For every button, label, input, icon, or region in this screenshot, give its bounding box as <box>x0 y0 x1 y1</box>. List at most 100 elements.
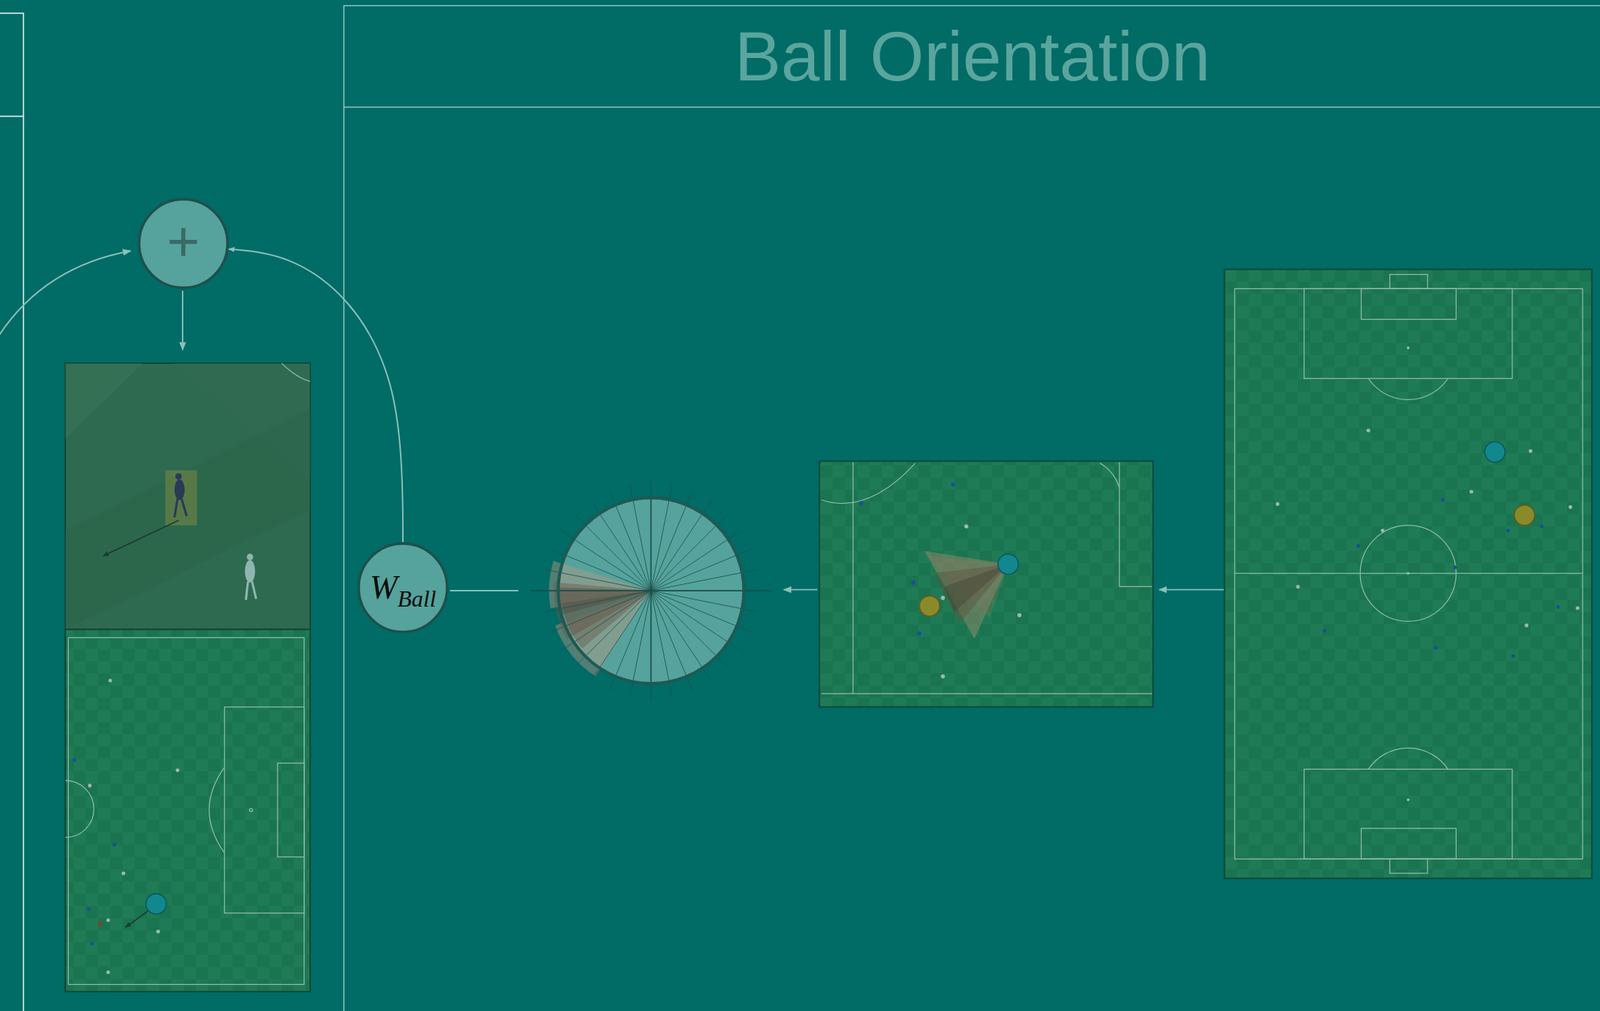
frame-lines <box>23 115 25 1011</box>
result-pitch <box>65 629 311 993</box>
full-pitch <box>1484 442 1506 463</box>
bin-tick <box>590 669 598 681</box>
node-label: WBall <box>369 571 437 605</box>
full-pitch <box>1434 645 1438 650</box>
bin-spoke <box>565 555 651 591</box>
result-pitch <box>249 808 253 812</box>
video-frame <box>102 520 179 556</box>
full-pitch <box>1568 505 1573 509</box>
frame-lines <box>0 13 24 116</box>
frame-lines <box>344 5 1600 108</box>
bin-tick <box>560 530 572 538</box>
full-pitch <box>1360 828 1456 859</box>
bin-tick <box>687 678 693 691</box>
result-pitch <box>72 757 77 762</box>
view-cone <box>944 563 1009 612</box>
result-pitch <box>145 893 166 914</box>
zoomed-pitch <box>821 693 1153 695</box>
video-frame <box>174 479 185 500</box>
full-pitch <box>1368 747 1448 769</box>
result-pitch <box>121 871 126 875</box>
zoomed-pitch <box>1017 613 1022 618</box>
node-label: + <box>166 215 200 272</box>
full-pitch <box>1234 274 1583 874</box>
zoomed-pitch <box>950 482 956 487</box>
video-frame <box>65 407 311 629</box>
result-pitch <box>108 678 113 682</box>
result-pitch <box>87 678 179 974</box>
bin-spoke <box>650 590 687 677</box>
full-pitch <box>1368 378 1448 400</box>
full-pitch <box>1296 584 1300 589</box>
frame-lines <box>0 5 1600 1011</box>
bin-spoke <box>650 524 717 591</box>
zoomed-pitch <box>859 482 956 636</box>
bin-tick <box>629 683 633 697</box>
zoomed-pitch <box>910 580 916 585</box>
zoomed-pitch <box>821 463 916 503</box>
result-pitch <box>156 929 161 934</box>
bin-tick <box>590 500 598 512</box>
title-box: Ball Orientation <box>344 5 1600 108</box>
frame-lines <box>343 107 345 1011</box>
full-pitch <box>1514 505 1535 526</box>
full-pitch <box>1406 798 1410 802</box>
bin-spoke <box>560 590 652 609</box>
video-frame <box>245 581 248 600</box>
full-pitch <box>1406 571 1410 575</box>
bin-tick <box>729 643 741 651</box>
result-pitch <box>277 763 305 858</box>
bin-tick <box>650 482 652 496</box>
axis-line <box>650 497 653 683</box>
full-pitch <box>1381 528 1385 532</box>
bin-tick <box>551 549 564 555</box>
full-pitch <box>1389 858 1428 874</box>
video-frame <box>65 363 311 629</box>
bin-spoke <box>650 513 703 592</box>
bin-spoke <box>615 505 651 591</box>
full-pitch <box>1441 497 1445 502</box>
zoomed-pitch <box>940 595 945 600</box>
bin-tick <box>544 569 558 573</box>
full-pitch <box>1453 565 1458 569</box>
bin-tick <box>560 643 572 651</box>
bin-tick <box>744 609 758 613</box>
full-pitch <box>1556 605 1561 609</box>
bin-tick <box>738 549 751 555</box>
result-pitch <box>72 757 116 945</box>
full-pitch <box>1275 428 1579 628</box>
bin-tick <box>609 678 615 691</box>
zoomed-pitch <box>919 595 940 616</box>
full-pitch <box>1224 269 1593 879</box>
bin-tick <box>650 685 652 699</box>
video-frame <box>65 363 311 629</box>
full-pitch <box>1356 544 1361 548</box>
bin-spoke <box>650 590 729 643</box>
video-frame <box>65 363 143 439</box>
full-pitch <box>1360 525 1456 622</box>
title-text: Ball Orientation <box>734 21 1211 92</box>
flow-connector <box>228 249 403 543</box>
zoomed-pitch <box>821 462 1153 695</box>
video-frame <box>252 581 257 599</box>
result-pitch <box>89 942 94 946</box>
full-pitch <box>1506 528 1511 532</box>
video-frame <box>281 363 311 382</box>
zoomed-pitch <box>1100 463 1120 488</box>
zoomed-pitch <box>940 524 1022 679</box>
full-pitch <box>1322 628 1327 632</box>
orientation-histogram <box>530 482 772 699</box>
bin-tick <box>744 569 758 573</box>
flow-arrow <box>1159 589 1225 591</box>
zoomed-pitch <box>819 460 1153 707</box>
full-pitch <box>1304 768 1513 859</box>
full-pitch <box>1304 288 1513 379</box>
weight-circle: WBall <box>357 542 449 634</box>
bin-tick <box>687 490 693 503</box>
bin-spoke <box>650 555 737 591</box>
bin-tick <box>669 683 673 697</box>
bin-spoke <box>650 505 687 591</box>
bin-spoke <box>585 590 652 657</box>
bin-tick <box>609 490 615 503</box>
